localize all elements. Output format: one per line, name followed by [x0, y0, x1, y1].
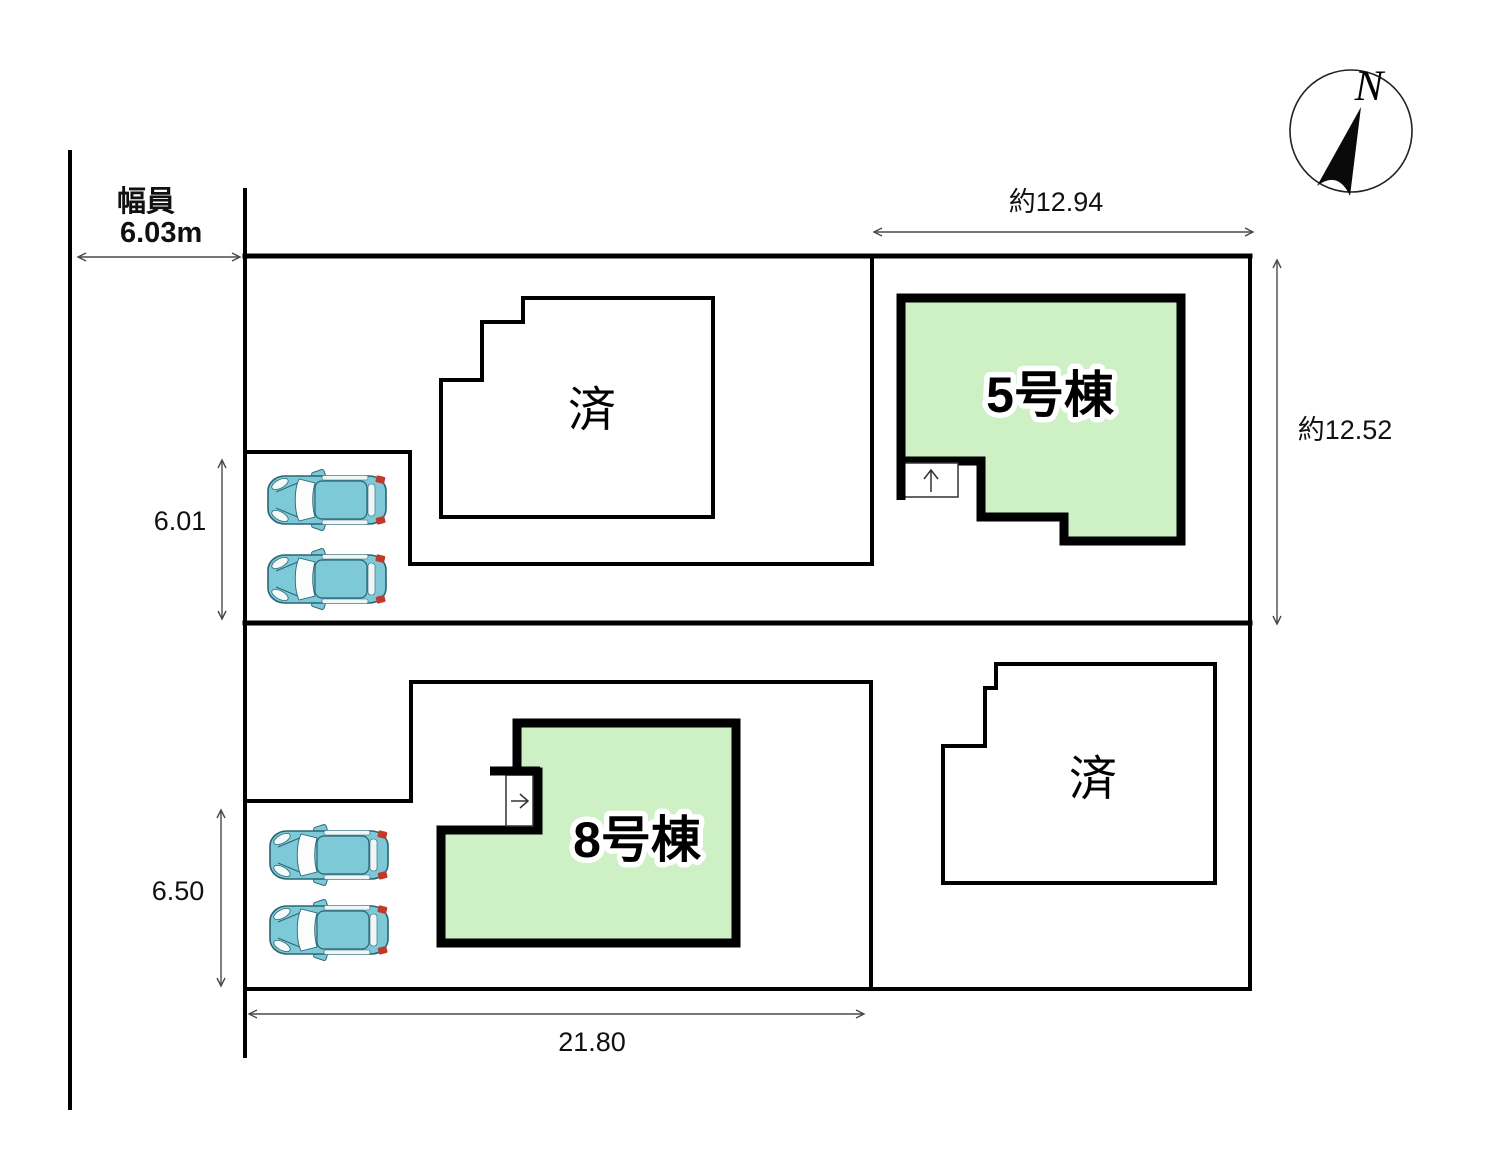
car-icon	[267, 547, 387, 611]
upper-parking-boundary	[243, 450, 874, 566]
compass: N	[1289, 63, 1413, 196]
building-unit5	[896, 293, 1186, 546]
dimension-label-lot5-width: 約12.94	[1009, 187, 1104, 217]
entrance-up-arrow-icon	[923, 468, 939, 492]
north-needle-icon	[1317, 107, 1361, 196]
dimension-label-upper-parking: 6.01	[154, 506, 207, 536]
building-unit8	[436, 718, 741, 948]
dimension-arrows	[76, 227, 1282, 1019]
building-unit5-label: 5号棟	[986, 367, 1115, 423]
car-icon	[267, 468, 387, 532]
sold-building-lower	[941, 662, 1217, 885]
sold-label-lower: 済	[1069, 753, 1117, 806]
building-unit5-outline	[896, 293, 1186, 546]
sold-label-upper: 済	[568, 384, 616, 437]
lower-lot-divider-line	[243, 680, 873, 991]
boundary-lines	[68, 150, 1253, 1110]
road-width-value: 6.03m	[120, 217, 202, 249]
dimension-label-lower-parking: 6.50	[152, 876, 205, 906]
sold-building-upper	[439, 296, 715, 519]
road-width-label: 幅員	[117, 185, 175, 218]
car-icon	[269, 898, 389, 962]
parking-cars	[267, 468, 389, 962]
compass-north-label: N	[1354, 63, 1386, 110]
entrance-right-arrow-icon	[511, 793, 530, 809]
building-unit8-label: 8号棟	[573, 812, 702, 868]
car-icon	[269, 823, 389, 887]
dimension-label-lower-lot-width: 21.80	[558, 1027, 626, 1057]
dimension-label-lot5-depth: 約12.52	[1298, 415, 1393, 445]
